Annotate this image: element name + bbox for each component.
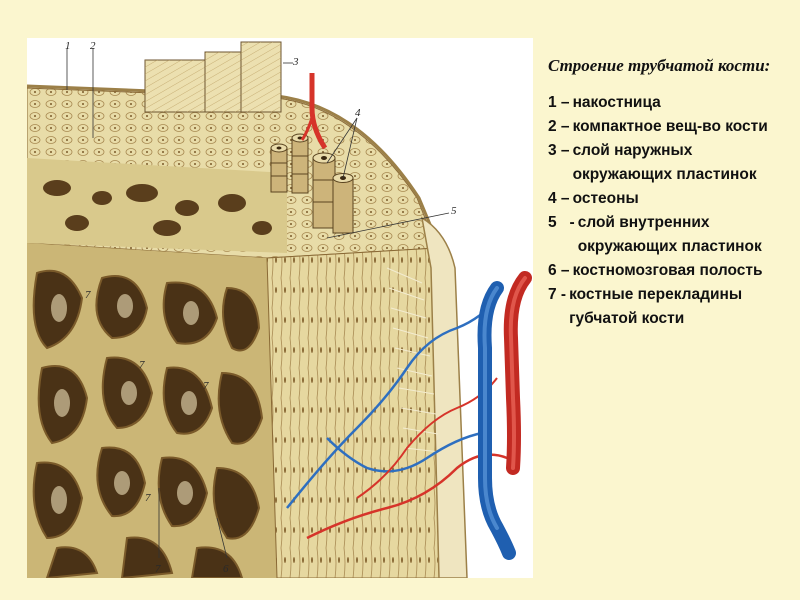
periosteum (27, 84, 441, 247)
osteons (270, 133, 354, 234)
artery-branch-2 (356, 377, 498, 499)
legend-item-number: 6 – (548, 262, 570, 279)
spongy-band-holes (43, 180, 272, 236)
legend-item-number: 7 - (548, 286, 567, 303)
entering-artery (309, 73, 328, 150)
legend-item-number: 1 – (548, 94, 570, 111)
callout-6: 6 (223, 563, 229, 575)
legend-item: 3 –слой наружных окружающих пластинок (548, 139, 788, 187)
vein-branch-2 (326, 431, 483, 473)
legend-item-text: остеоны (572, 190, 639, 207)
legend-item-text: накостница (572, 94, 661, 111)
callout-4: 4 (355, 107, 361, 119)
artery-branch-1 (306, 453, 508, 540)
callout-1: 1 (65, 40, 71, 52)
callout-7a: 7 (85, 289, 91, 301)
legend-item: 1 –накостница (548, 91, 788, 115)
legend-item: 2 –компактное вещ-во кости (548, 115, 788, 139)
legend-item: 7 -костные перекладины губчатой кости (548, 283, 788, 331)
legend-item-text: костномозговая полость (572, 262, 763, 279)
callout-3: 3 (293, 56, 299, 68)
callout-7d: 7 (145, 492, 151, 504)
legend-item-number: 4 – (548, 190, 570, 207)
vein-branch-1 (286, 297, 498, 509)
legend-item-text: слой наружных окружающих пластинок (572, 142, 757, 183)
legend-item: 5 -слой внутренних окружающих пластинок (548, 211, 788, 259)
legend-item-text: слой внутренних окружающих пластинок (577, 214, 762, 255)
legend-item: 4 –остеоны (548, 187, 788, 211)
callout-5: 5 (451, 205, 457, 217)
callout-7b: 7 (139, 359, 145, 371)
legend-item-number: 5 - (548, 214, 575, 231)
cortex-side-face (266, 247, 448, 578)
legend-item-number: 3 – (548, 142, 570, 159)
legend-item-number: 2 – (548, 118, 570, 135)
legend-item-text: костные перекладины губчатой кости (569, 286, 743, 327)
leader-lines (66, 48, 450, 559)
bone-drawing (27, 41, 532, 578)
legend-item: 6 –костномозговая полость (548, 259, 788, 283)
callout-7c: 7 (203, 380, 209, 392)
periosteum-strip (420, 216, 468, 578)
sharpey-fibers (386, 267, 441, 453)
spongy-band (27, 158, 287, 253)
callout-2: 2 (90, 40, 96, 52)
legend-title: Строение трубчатой кости: (548, 56, 771, 75)
legend-item-text: компактное вещ-во кости (572, 118, 768, 135)
bone-illustration: 1 2 3 4 5 7 7 7 7 7 6 (27, 38, 533, 578)
callout-7e: 7 (155, 563, 161, 575)
cavity-highlights (51, 294, 199, 514)
